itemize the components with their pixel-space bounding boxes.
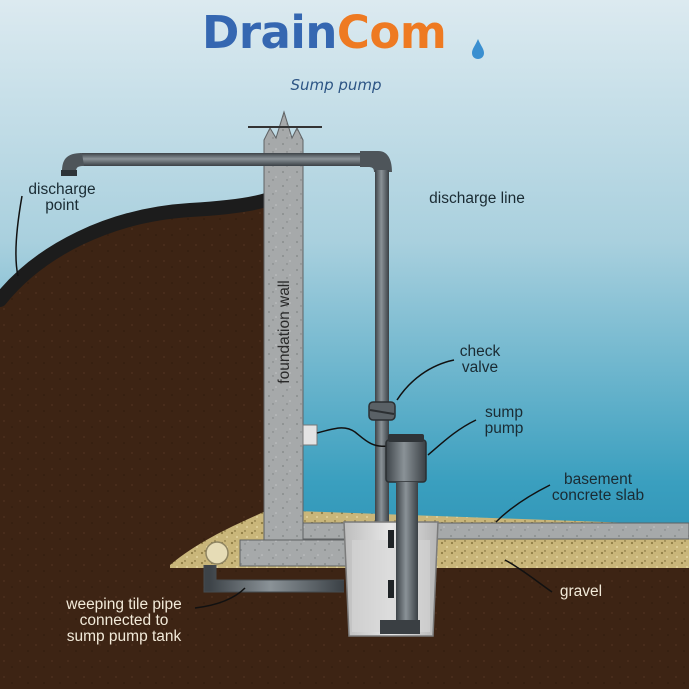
logo-text-drain: Drain xyxy=(202,6,337,59)
label-sump-pump: sump pump xyxy=(464,405,544,437)
label-weeping-tile: weeping tile pipe connected to sump pump… xyxy=(44,597,204,645)
pump-float-2 xyxy=(388,580,394,598)
label-discharge-point: discharge point xyxy=(12,182,112,214)
pump-motor-cap xyxy=(388,434,424,442)
logo-text-com: Com xyxy=(337,6,446,59)
water-drop-icon xyxy=(470,38,486,60)
label-basement-slab: basement concrete slab xyxy=(530,472,666,504)
pump-base xyxy=(380,620,420,634)
label-discharge-line: discharge line xyxy=(412,191,542,207)
weeping-tile-pipe-end xyxy=(206,542,228,564)
discharge-pipe-horizontal xyxy=(80,153,380,166)
label-check-valve: check valve xyxy=(440,344,520,376)
brand-logo: DrainCom xyxy=(202,6,446,59)
pump-motor xyxy=(386,440,426,482)
discharge-outlet-end xyxy=(61,170,77,176)
electrical-outlet xyxy=(303,425,317,445)
foundation-footing xyxy=(240,540,348,566)
pump-float-1 xyxy=(388,530,394,548)
pump-body xyxy=(396,482,418,630)
label-foundation-wall: foundation wall xyxy=(276,280,294,383)
diagram-subtitle: Sump pump xyxy=(0,76,672,94)
label-gravel: gravel xyxy=(546,584,616,600)
